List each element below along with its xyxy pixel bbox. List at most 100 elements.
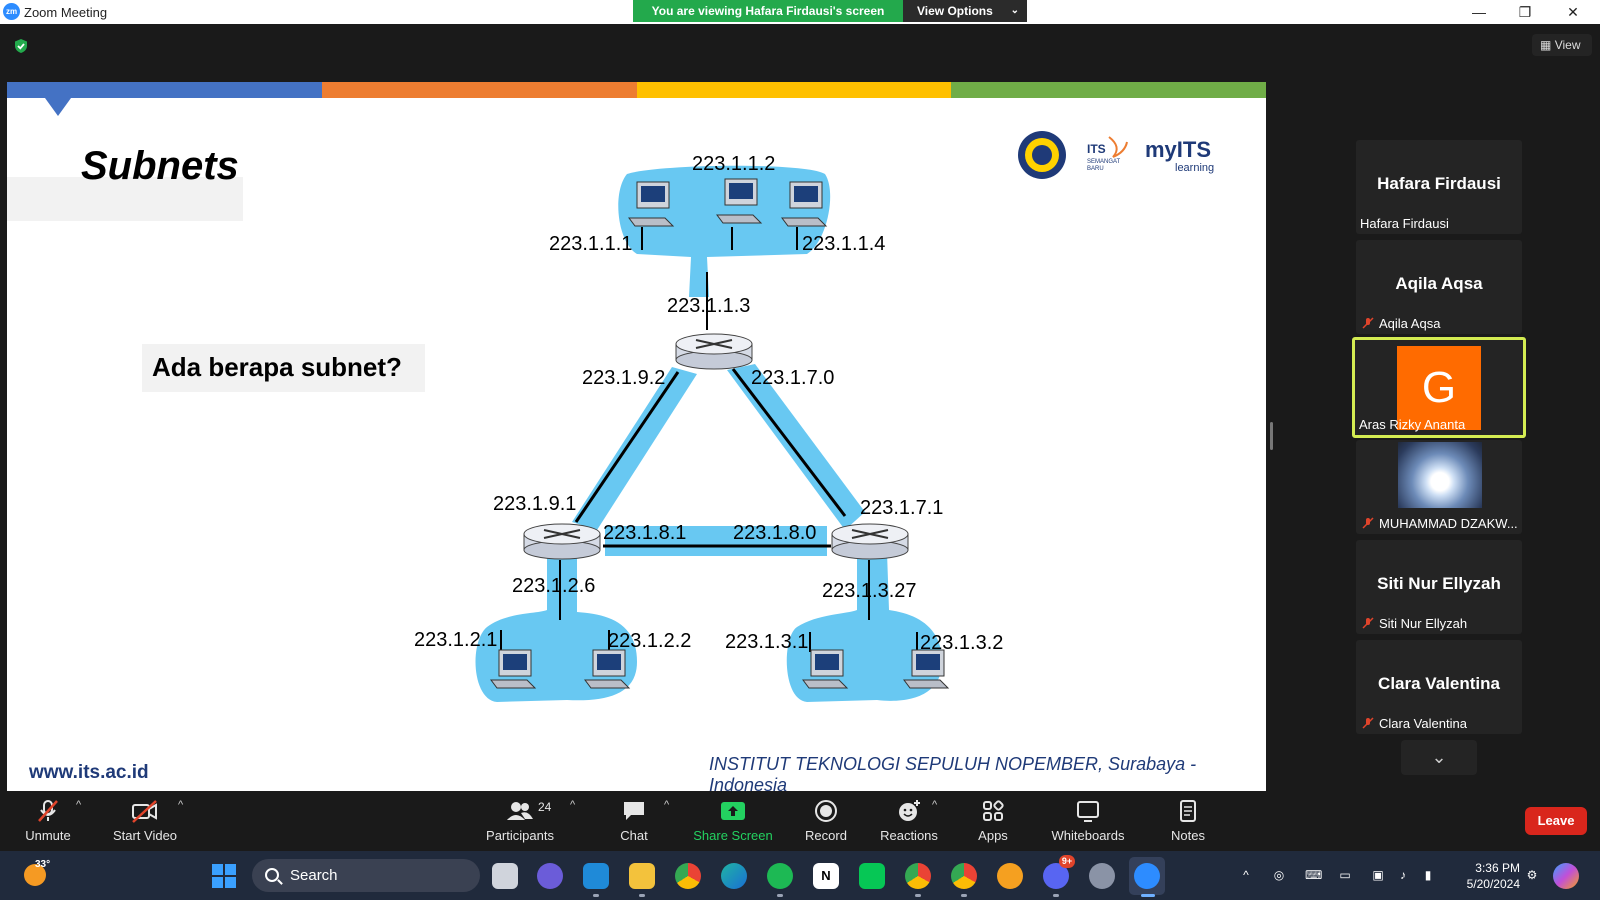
shared-screen: Subnets Ada berapa subnet? ITS SEMANGAT …	[7, 82, 1266, 791]
svg-text:SEMANGAT: SEMANGAT	[1087, 159, 1121, 165]
host-computer-icon	[802, 649, 849, 689]
view-layout-label: View	[1554, 38, 1581, 52]
start-video-button[interactable]: Start Video	[108, 798, 182, 843]
participant-tile[interactable]: Clara Valentina Clara Valentina	[1356, 640, 1522, 734]
participant-name: Aqila Aqsa	[1395, 274, 1483, 293]
close-button[interactable]: ✕	[1567, 4, 1579, 20]
weather-sun-icon[interactable]	[24, 864, 46, 886]
participants-button[interactable]: Participants	[482, 798, 558, 843]
chrome-profile-2-icon[interactable]	[951, 863, 977, 889]
settings-gear-icon[interactable]	[1089, 863, 1115, 889]
participant-tile[interactable]: MUHAMMAD DZAKW...	[1356, 440, 1522, 534]
headphones-app-icon[interactable]	[997, 863, 1023, 889]
reactions-options-caret-icon[interactable]: ^	[932, 799, 938, 811]
reactions-smiley-icon	[899, 800, 920, 821]
slide-title: Subnets	[81, 144, 239, 188]
chrome-profile-icon[interactable]	[905, 863, 931, 889]
grid-icon: ▦	[1540, 38, 1552, 52]
participants-options-caret-icon[interactable]: ^	[570, 799, 576, 811]
taskbar-search-box[interactable]: Search	[252, 859, 480, 892]
notes-label: Notes	[1171, 828, 1205, 843]
ip-label: 223.1.2.6	[512, 575, 595, 597]
windows-start-icon[interactable]	[212, 864, 236, 888]
vscode-icon[interactable]	[583, 863, 609, 889]
microphone-tray-icon[interactable]: ◎	[1273, 868, 1285, 882]
window-title: Zoom Meeting	[24, 5, 108, 20]
host-computer-icon	[781, 181, 828, 227]
share-screen-button[interactable]: Share Screen	[690, 798, 776, 843]
participant-label: MUHAMMAD DZAKW...	[1379, 516, 1518, 531]
unmute-button[interactable]: Unmute	[18, 798, 78, 843]
chat-label: Chat	[620, 828, 648, 843]
institution-logos: ITS SEMANGAT BARU myITS learning	[1017, 127, 1217, 192]
chat-button[interactable]: Chat	[614, 798, 654, 843]
reactions-button[interactable]: Reactions	[878, 798, 940, 843]
participant-tile-active-speaker[interactable]: G Aras Rizky Ananta	[1352, 337, 1526, 438]
reactions-label: Reactions	[880, 828, 938, 843]
minimize-button[interactable]: —	[1472, 4, 1486, 20]
ip-label: 223.1.3.27	[822, 580, 917, 602]
keyboard-tray-icon[interactable]: ⌨	[1305, 868, 1323, 882]
video-options-caret-icon[interactable]: ^	[178, 799, 184, 811]
video-off-icon	[132, 800, 157, 823]
notes-button[interactable]: Notes	[1168, 798, 1208, 843]
clock-date[interactable]: 5/20/2024	[1466, 877, 1520, 891]
meeting-toolbar: Unmute ^ Start Video ^ Participants 24 ^…	[0, 795, 1600, 851]
zoom-taskbar-icon[interactable]	[1134, 863, 1160, 889]
ip-label: 223.1.2.2	[608, 630, 691, 652]
whiteboards-button[interactable]: Whiteboards	[1046, 798, 1130, 843]
clock-time[interactable]: 3:36 PM	[1475, 861, 1520, 875]
discord-icon[interactable]: 9+	[1043, 855, 1075, 889]
participant-tile[interactable]: Aqila Aqsa Aqila Aqsa	[1356, 240, 1522, 334]
apps-button[interactable]: Apps	[970, 798, 1016, 843]
host-computer-icon	[490, 649, 537, 689]
chat-options-caret-icon[interactable]: ^	[664, 799, 670, 811]
notion-icon[interactable]: N	[813, 863, 839, 889]
leave-meeting-button[interactable]: Leave	[1525, 807, 1587, 835]
notifications-bell-icon[interactable]: ⚙	[1526, 868, 1538, 882]
running-indicator	[1141, 894, 1155, 897]
record-label: Record	[805, 828, 847, 843]
volume-tray-icon[interactable]: ♪	[1400, 868, 1406, 882]
color-bar-yellow	[636, 82, 952, 98]
view-options-label: View Options	[917, 4, 993, 18]
teams-chat-icon[interactable]	[537, 863, 563, 889]
show-hidden-icons-caret-icon[interactable]: ^	[1243, 868, 1249, 882]
search-icon	[265, 868, 279, 882]
whiteboard-icon	[1077, 801, 1099, 822]
resize-handle[interactable]	[1270, 422, 1273, 450]
link-top-left	[574, 371, 680, 523]
participant-tile[interactable]: Siti Nur Ellyzah Siti Nur Ellyzah	[1356, 540, 1522, 634]
battery-tray-icon[interactable]: ▮	[1424, 868, 1432, 882]
myits-learning-logo: myITS learning	[1145, 137, 1214, 174]
chevron-down-icon: ⌄	[1431, 747, 1447, 767]
line-icon[interactable]	[859, 863, 885, 889]
spotify-icon[interactable]	[767, 863, 793, 889]
network-tray-icon[interactable]: ▣	[1372, 868, 1384, 882]
display-tray-icon[interactable]: ▭	[1339, 868, 1351, 882]
record-button[interactable]: Record	[800, 798, 852, 843]
view-layout-button[interactable]: ▦ View	[1532, 34, 1592, 56]
share-screen-icon	[721, 802, 745, 820]
screen-share-banner: You are viewing Hafara Firdausi's screen	[633, 0, 903, 22]
ip-label: 223.1.2.1	[414, 629, 497, 651]
file-explorer-icon[interactable]	[629, 863, 655, 889]
running-indicator	[639, 894, 645, 897]
restore-button[interactable]: ❐	[1518, 4, 1532, 20]
participant-tile[interactable]: Hafara Firdausi Hafara Firdausi	[1356, 140, 1522, 234]
ip-label: 223.1.7.1	[860, 497, 943, 519]
running-indicator	[777, 894, 783, 897]
security-shield-icon[interactable]	[13, 38, 29, 54]
participant-video-photo	[1398, 442, 1482, 508]
chrome-icon[interactable]	[675, 863, 701, 889]
gallery-scroll-down-button[interactable]: ⌄	[1401, 740, 1477, 775]
edge-icon[interactable]	[721, 863, 747, 889]
ip-label: 223.1.3.1	[725, 631, 808, 653]
audio-options-caret-icon[interactable]: ^	[76, 799, 82, 811]
view-options-button[interactable]: View Options ⌄	[903, 0, 1027, 22]
task-view-icon[interactable]	[492, 863, 518, 889]
chevron-down-icon: ⌄	[1010, 5, 1019, 16]
ip-label: 223.1.7.0	[751, 367, 834, 389]
participant-label: Aras Rizky Ananta	[1359, 417, 1466, 432]
copilot-icon[interactable]	[1553, 863, 1579, 889]
